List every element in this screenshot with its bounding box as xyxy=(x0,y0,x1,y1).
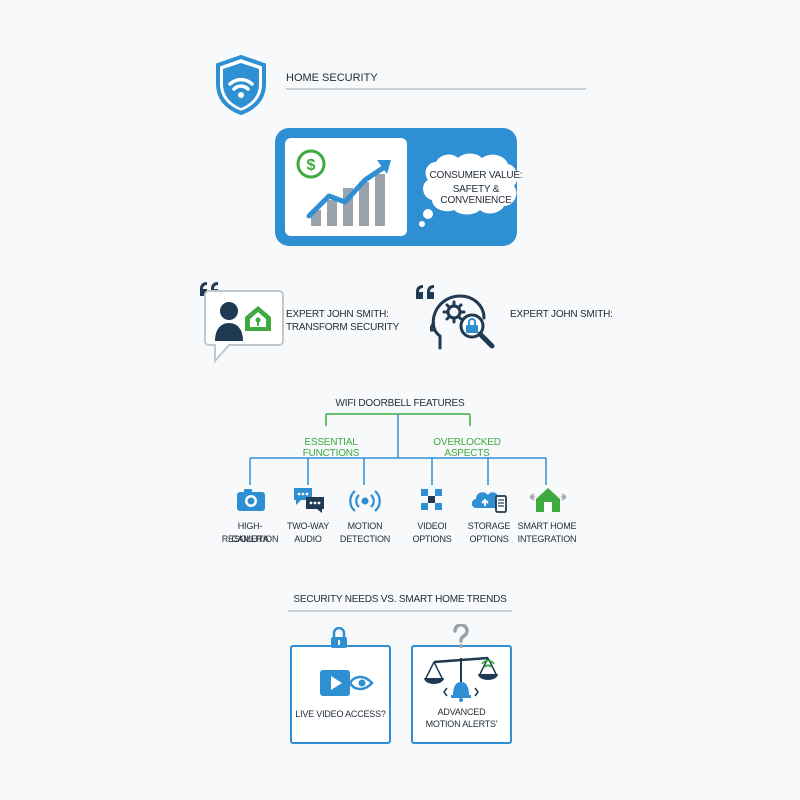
svg-text:$: $ xyxy=(307,157,316,174)
trend-box-label: LIVE VIDEO ACCESS? xyxy=(295,709,386,719)
feature-label-line1: HIGH-RESOLUTION xyxy=(221,521,279,544)
shield-wifi-icon xyxy=(214,54,268,116)
expert-speech-bubble xyxy=(203,289,285,365)
feature-label-line2: OPTIONS xyxy=(412,534,452,544)
camera-icon xyxy=(236,488,266,512)
trend-box-label-line2: MOTION ALERTS' xyxy=(425,719,498,729)
group-label-essential: ESSENTIAL FUNCTIONS xyxy=(302,437,360,459)
checker-grid-icon xyxy=(421,489,443,511)
bubble-text-line2: SAFETY & CONVENIENCE xyxy=(440,184,512,206)
feature-label-line2: AUDIO xyxy=(294,534,322,544)
expert-1-line2: TRANSFORM SECURITY xyxy=(286,322,400,333)
chart-screen: $ xyxy=(285,138,407,236)
feature-label-line2: INTEGRATION xyxy=(517,534,577,544)
title-divider xyxy=(286,88,586,90)
trend-box-label-line1: ADVANCED xyxy=(437,707,486,717)
quote-icon xyxy=(414,283,436,301)
signal-waves-icon xyxy=(349,488,381,514)
expert-1-line1: EXPERT JOHN SMITH: xyxy=(286,309,389,320)
growth-chart-icon: $ xyxy=(296,149,391,226)
feature-label-line2: CAMERA xyxy=(231,534,269,544)
video-play-icon xyxy=(318,668,374,698)
thought-bubble xyxy=(418,150,522,230)
feature-label-line1: STORAGE OPTIONS xyxy=(467,521,511,544)
scale-bell-icon xyxy=(420,652,502,702)
bubble-text-line1: CONSUMER VALUE: xyxy=(429,170,523,181)
trends-divider xyxy=(288,610,512,612)
feature-label-line1: SMART HOME xyxy=(517,521,577,531)
cloud-upload-icon xyxy=(470,486,508,514)
feature-label-line2: DETECTION xyxy=(339,534,391,544)
feature-label-line1: TWO-WAY xyxy=(286,521,330,531)
feature-label-line1: VIDEOI xyxy=(417,521,447,531)
group-label-overlooked: OVERLOCKED ASPECTS xyxy=(433,437,501,459)
page-title: HOME SECURITY xyxy=(286,72,378,84)
chat-bubbles-icon xyxy=(292,486,326,514)
head-gear-magnifier-icon xyxy=(430,292,502,352)
features-title: WIFI DOORBELL FEATURES xyxy=(335,398,465,409)
lock-icon xyxy=(330,627,348,649)
question-mark-icon xyxy=(452,624,470,648)
smart-home-icon xyxy=(528,485,568,513)
feature-label-line1: MOTION xyxy=(347,521,383,531)
trends-title: SECURITY NEEDS VS. SMART HOME TRENDS xyxy=(293,594,507,605)
expert-2-line1: EXPERT JOHN SMITH: xyxy=(510,309,613,320)
